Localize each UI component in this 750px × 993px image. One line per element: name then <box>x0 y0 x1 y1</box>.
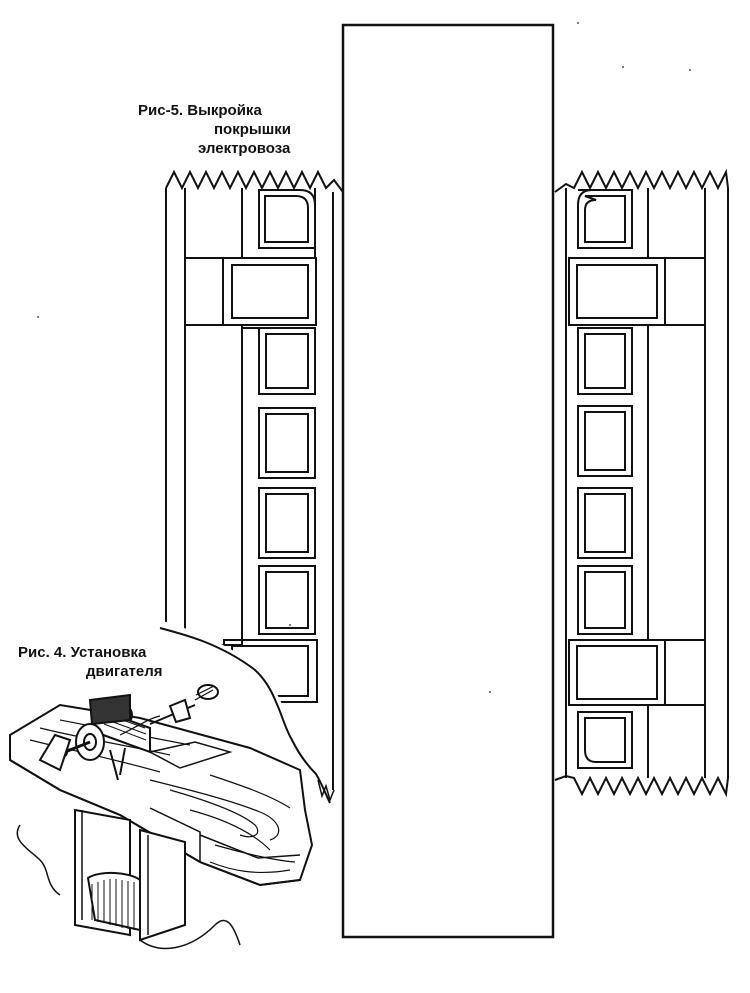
right-side-panel <box>554 168 729 798</box>
fig5-caption: Рис-5. Выкройка покрышки электровоза <box>138 101 291 158</box>
center-strip <box>341 23 555 939</box>
fig4-torn-border <box>159 627 331 804</box>
right-top-teeth <box>554 168 729 193</box>
right-bottom-teeth <box>554 774 729 798</box>
left-window-1 <box>258 327 316 395</box>
right-wide-window-1 <box>568 257 666 326</box>
left-wide-window-1 <box>222 257 317 326</box>
fig4-caption-line2: двигателя <box>86 663 163 680</box>
left-top-teeth <box>165 169 344 193</box>
fig5-caption-line3: электровоза <box>198 140 291 157</box>
left-side-panel <box>165 169 344 790</box>
right-cab-window-bottom <box>577 711 633 769</box>
left-wide-window-2 <box>223 639 318 703</box>
left-cab-window <box>258 189 316 249</box>
motor-installation-illustration <box>9 684 314 950</box>
left-window-4 <box>258 565 316 635</box>
fig4-caption: Рис. 4. Установка двигателя <box>18 643 163 681</box>
fig5-caption-line1: Рис-5. Выкройка <box>138 102 262 119</box>
right-window-3 <box>577 487 633 559</box>
right-window-1 <box>577 327 633 395</box>
fig5-caption-line2: покрышки <box>214 121 291 138</box>
left-window-3 <box>258 487 316 559</box>
right-wide-window-2 <box>568 639 666 706</box>
right-window-4 <box>577 565 633 635</box>
right-cab-window-top <box>577 189 633 249</box>
right-window-2 <box>577 405 633 477</box>
left-window-2 <box>258 407 316 479</box>
scan-specks <box>37 22 691 693</box>
fig4-caption-line1: Рис. 4. Установка <box>18 644 147 661</box>
